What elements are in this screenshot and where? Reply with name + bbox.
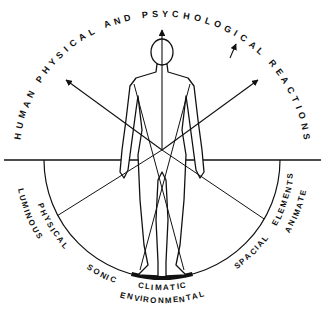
label-letter: H [41, 65, 52, 76]
label-letter: L [16, 188, 25, 195]
label-letter: M [18, 110, 29, 120]
label-letter: N [158, 297, 164, 305]
arc-label: SPACIAL [231, 233, 271, 272]
label-letter: O [193, 13, 202, 23]
label-letter: E [172, 296, 178, 304]
arc-label: HUMAN PHYSICAL AND PSYCHOLOGICAL REACTIO… [12, 8, 312, 143]
label-letter [96, 24, 102, 33]
label-letter: S [152, 10, 158, 19]
label-letter: N [126, 293, 133, 302]
label-letter: N [26, 90, 37, 100]
label-letter: M [165, 297, 172, 305]
label-letter: O [150, 297, 157, 305]
label-letter: L [144, 283, 150, 292]
label-letter [31, 83, 40, 90]
arc-label: SONIC [84, 262, 119, 286]
label-letter: O [212, 19, 222, 30]
label-letter: T [286, 180, 295, 186]
label-letter: U [15, 122, 25, 130]
label-letter [134, 12, 138, 21]
label-letter: N [179, 295, 186, 304]
label-letter: I [293, 104, 302, 110]
label-letter: P [35, 74, 46, 84]
label-letter: Y [48, 57, 59, 67]
label-letter: V [133, 294, 140, 303]
arc-label: PHYSICAL [35, 200, 71, 251]
label-letter: L [87, 27, 96, 38]
label-letter: M [155, 284, 162, 292]
label-letter: A [191, 293, 198, 302]
label-letter: C [108, 275, 116, 285]
label-letter: R [266, 59, 277, 70]
label-letter: S [301, 133, 311, 140]
label-letter: N [299, 122, 309, 130]
arc-label: ELEMENTS [270, 170, 297, 228]
label-letter: I [151, 284, 154, 292]
reaction-arrows [66, 30, 258, 150]
label-letter: C [238, 33, 248, 44]
label-letter: C [137, 282, 144, 291]
label-letter: C [285, 85, 296, 95]
label-letter: L [255, 46, 265, 56]
label-letter [262, 53, 270, 61]
arc-label: ENVIRONMENTAL [117, 289, 207, 307]
label-letter: T [170, 283, 176, 291]
label-letter: A [102, 19, 111, 30]
label-letter: I [63, 45, 71, 53]
label-letter: A [279, 76, 290, 86]
label-letter: E [299, 189, 308, 196]
label-letter: H [13, 133, 23, 141]
label-letter: I [176, 283, 179, 291]
label-letter: I [232, 29, 239, 38]
label-letter: C [180, 282, 187, 291]
label-letter: C [172, 10, 179, 20]
label-letter: C [68, 38, 79, 49]
label-letter: O [296, 111, 307, 120]
label-letter: E [273, 67, 284, 77]
arc-label: CLIMATIC [135, 280, 190, 294]
label-letter: S [55, 50, 66, 61]
label-letter: T [185, 294, 191, 303]
label-letter: Y [162, 9, 168, 18]
label-letter: T [290, 95, 300, 104]
label-letter: S [287, 173, 296, 179]
label-letter: N [284, 186, 293, 193]
label-letter: R [143, 296, 150, 305]
label-letter: A [22, 100, 33, 109]
label-letter: L [198, 291, 205, 300]
label-letter: A [77, 32, 87, 43]
label-letter: D [123, 13, 131, 23]
environment-arc [44, 160, 280, 278]
figure-cross-lines [58, 84, 264, 270]
label-letter: N [112, 16, 121, 27]
label-letter: L [203, 16, 211, 26]
label-letter: G [223, 24, 233, 35]
label-letter: A [163, 284, 169, 292]
label-letter: A [247, 39, 258, 50]
label-letter: H [182, 11, 190, 21]
label-letter: P [141, 10, 148, 20]
label-letter: E [282, 193, 291, 200]
label-letter: E [119, 291, 126, 300]
label-letter: M [280, 199, 290, 208]
label-letter: I [139, 295, 142, 303]
